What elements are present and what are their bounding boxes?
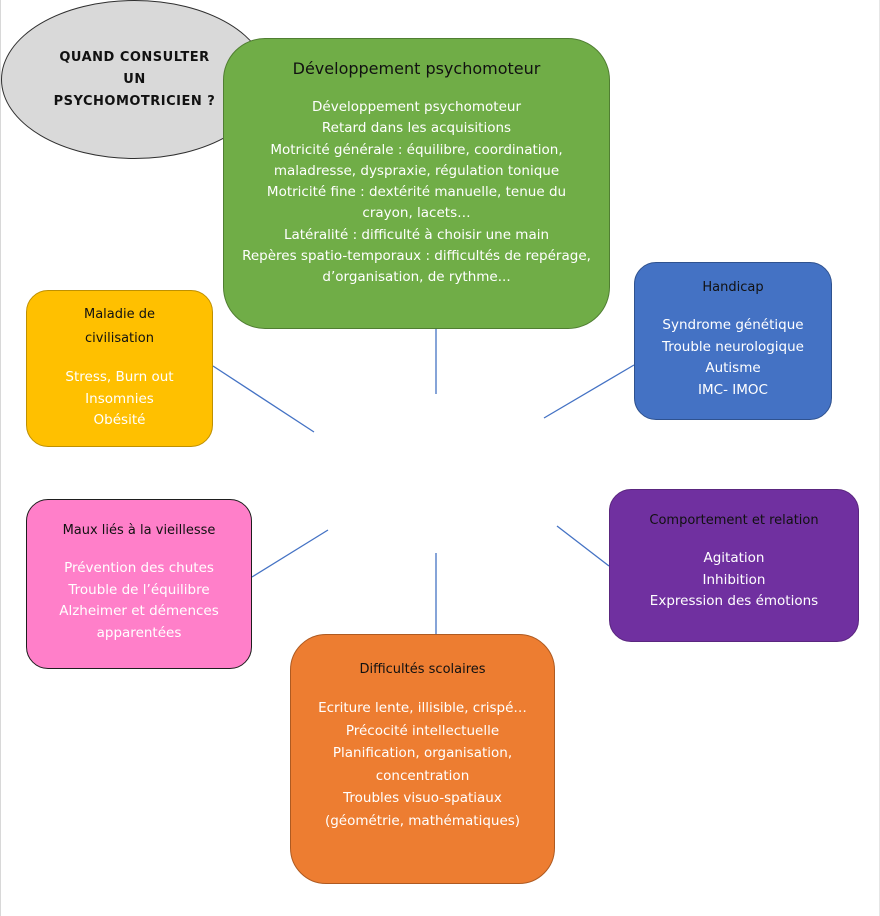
node-items: Ecriture lente, illisible, crispé… Préco… bbox=[315, 697, 530, 832]
node-item: Précocité intellectuelle bbox=[345, 722, 500, 739]
node-item: Trouble de l’équilibre bbox=[68, 581, 210, 598]
node-items: Syndrome génétique Trouble neurologique … bbox=[662, 315, 804, 401]
node-item: Retard dans les acquisitions bbox=[321, 120, 512, 137]
node-item: Latéralité : difficulté à choisir une ma… bbox=[283, 226, 550, 243]
node-title: Développement psychomoteur bbox=[292, 59, 541, 78]
node-item: Agitation bbox=[703, 550, 765, 566]
node-items: Agitation Inhibition Expression des émot… bbox=[650, 548, 818, 613]
node-items: Prévention des chutes Trouble de l’équil… bbox=[35, 558, 243, 644]
node-developpement-psychomoteur: Développement psychomoteur Développement… bbox=[223, 38, 610, 329]
node-handicap: Handicap Syndrome génétique Trouble neur… bbox=[634, 262, 832, 420]
node-item: Expression des émotions bbox=[649, 593, 819, 609]
node-maladie-de-civilisation: Maladie de civilisation Stress, Burn out… bbox=[26, 290, 213, 447]
node-title: Maux liés à la vieillesse bbox=[62, 523, 216, 538]
connector-comportement bbox=[556, 525, 610, 567]
node-item: Syndrome génétique bbox=[662, 317, 804, 333]
node-item: Autisme bbox=[705, 360, 761, 376]
node-item: Motricité générale : équilibre, coordina… bbox=[270, 141, 563, 179]
connector-maladie bbox=[212, 365, 315, 433]
node-title: Difficultés scolaires bbox=[359, 662, 486, 677]
node-comportement-et-relation: Comportement et relation Agitation Inhib… bbox=[609, 489, 859, 642]
node-items: Développement psychomoteur Retard dans l… bbox=[242, 97, 591, 289]
node-item: Motricité fine : dextérité manuelle, ten… bbox=[266, 184, 567, 222]
node-item: Ecriture lente, illisible, crispé… bbox=[318, 700, 527, 716]
node-item: Obésité bbox=[93, 412, 146, 428]
node-item: Repères spatio-temporaux : difficultés d… bbox=[242, 248, 591, 286]
node-item: Alzheimer et démences apparentées bbox=[59, 603, 219, 641]
node-title: Comportement et relation bbox=[649, 513, 819, 528]
node-item: Inhibition bbox=[702, 571, 766, 588]
connector-handicap bbox=[543, 364, 635, 419]
node-item: Développement psychomoteur bbox=[312, 99, 521, 115]
node-title: Handicap bbox=[702, 280, 764, 295]
central-question-line: PSYCHOMOTRICIEN ? bbox=[53, 93, 216, 109]
node-difficultes-scolaires: Difficultés scolaires Ecriture lente, il… bbox=[290, 634, 555, 884]
central-question-line: UN bbox=[123, 71, 146, 87]
connector-vieillesse bbox=[251, 529, 329, 578]
node-item: Stress, Burn out bbox=[65, 369, 174, 385]
node-maux-lies-a-la-vieillesse: Maux liés à la vieillesse Prévention des… bbox=[26, 499, 252, 669]
node-item: Insomnies bbox=[85, 390, 154, 407]
node-item: Trouble neurologique bbox=[662, 338, 804, 355]
node-item: Troubles visuo-spatiaux (géométrie, math… bbox=[324, 790, 521, 829]
node-item: Prévention des chutes bbox=[64, 560, 214, 576]
node-items: Stress, Burn out Insomnies Obésité bbox=[65, 367, 173, 432]
central-question-line: QUAND CONSULTER bbox=[59, 49, 210, 65]
node-item: Planification, organisation, concentrati… bbox=[332, 745, 513, 784]
node-title: Maladie de civilisation bbox=[83, 307, 155, 346]
node-item: IMC- IMOC bbox=[698, 381, 768, 398]
